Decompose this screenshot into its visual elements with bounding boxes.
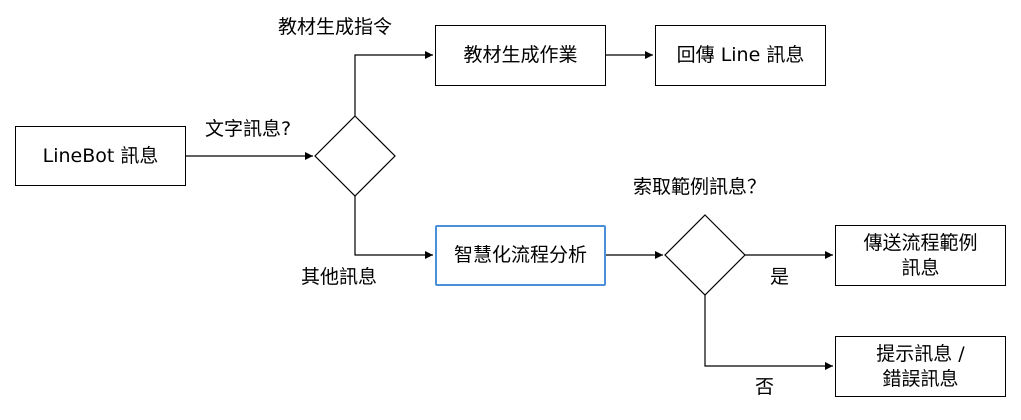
decision-diamond-text-message	[314, 115, 396, 197]
node-smart-flow-analysis-label: 智慧化流程分析	[453, 244, 587, 267]
edge-label-text-message: 文字訊息?	[205, 118, 292, 140]
edge-label-material-command: 教材生成指令	[278, 16, 393, 38]
node-material-generation-job-label: 教材生成作業	[463, 44, 578, 67]
edge-decision-to-material-job	[354, 51, 433, 116]
node-send-example-message-line2: 訊息	[901, 256, 940, 279]
node-linebot-message: LineBot 訊息	[15, 126, 186, 186]
node-linebot-message-label: LineBot 訊息	[42, 144, 159, 167]
node-smart-flow-analysis: 智慧化流程分析	[435, 225, 606, 286]
node-reply-line-message-label: 回傳 Line 訊息	[676, 44, 805, 67]
edge-decision-to-smart-flow	[354, 196, 433, 259]
edge-label-yes: 是	[770, 266, 790, 288]
node-send-example-message-line1: 傳送流程範例	[863, 231, 978, 254]
edge-label-no: 否	[755, 376, 775, 398]
node-reply-line-message: 回傳 Line 訊息	[655, 25, 826, 86]
decision-diamond-ask-example	[664, 214, 746, 296]
edge-label-other-message: 其他訊息	[301, 266, 378, 288]
node-material-generation-job: 教材生成作業	[435, 25, 606, 86]
node-hint-error-message-line2: 錯誤訊息	[882, 367, 959, 390]
node-hint-error-message: 提示訊息 / 錯誤訊息	[835, 336, 1006, 397]
edge-label-ask-example: 索取範例訊息？	[633, 176, 767, 198]
edge-decision2-to-hint-error	[704, 295, 833, 370]
node-hint-error-message-line1: 提示訊息 /	[876, 342, 965, 365]
node-send-example-message: 傳送流程範例 訊息	[835, 225, 1006, 286]
